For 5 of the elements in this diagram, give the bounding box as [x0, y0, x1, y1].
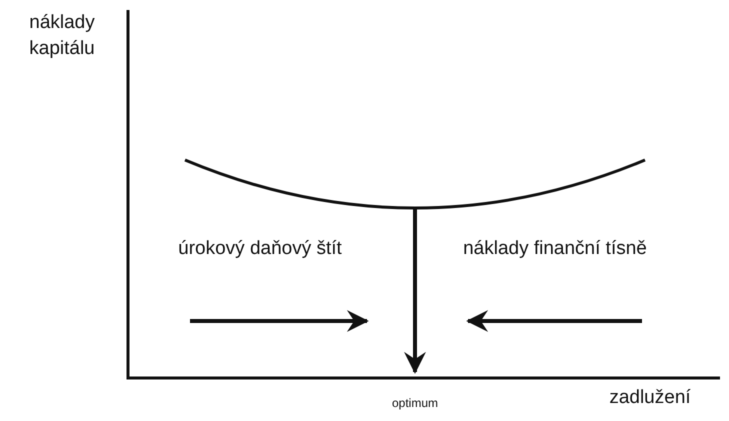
- axis-label: zadlužení: [608, 386, 692, 410]
- point-label: optimum: [390, 395, 439, 412]
- axis-label: náklady kapitálu: [28, 11, 96, 61]
- force-label: náklady finanční tísně: [462, 237, 648, 261]
- force-label: úrokový daňový štít: [177, 237, 343, 261]
